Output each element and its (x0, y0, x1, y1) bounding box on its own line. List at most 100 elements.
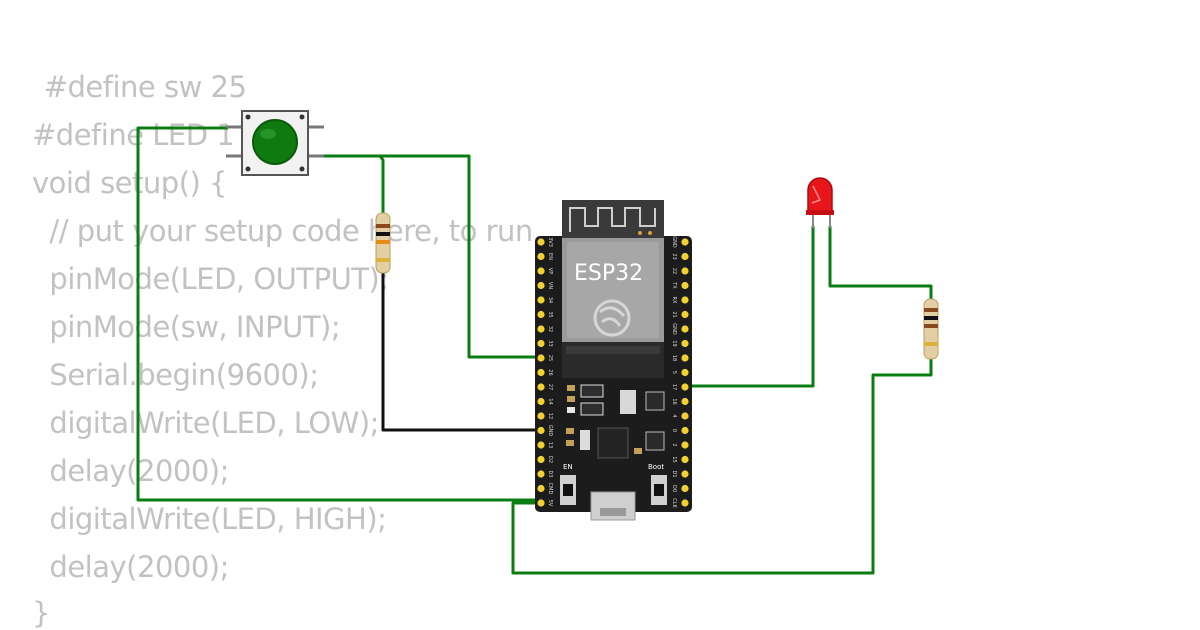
left-pin-label: 32 (547, 326, 553, 332)
wires (136, 126, 933, 575)
right-pin-label: 0 (671, 429, 677, 432)
left-pin-label: 27 (547, 384, 553, 390)
right-pin-rx[interactable] (681, 296, 689, 304)
resistor-led[interactable] (923, 298, 939, 360)
right-pin-label: 21 (671, 311, 677, 317)
code-line-7: Serial.begin(9600); (32, 358, 319, 392)
code-line-5: pinMode(LED, OUTPUT); (32, 262, 389, 296)
esp32-board[interactable]: ESP32 EN (535, 200, 692, 521)
left-pin-label: 13 (547, 442, 553, 448)
right-pin-label: GND (671, 236, 677, 248)
en-label: EN (563, 463, 573, 471)
right-pin-label: 16 (671, 398, 677, 404)
left-pin-label: EN (547, 253, 553, 260)
right-pin-4[interactable] (681, 412, 689, 420)
left-pin-26[interactable] (537, 368, 545, 377)
right-pin-label: D0 (671, 485, 677, 492)
left-pin-33[interactable] (537, 339, 545, 348)
left-pin-cmd[interactable] (537, 484, 545, 493)
left-pin-d3[interactable] (537, 470, 545, 478)
wire-button-to-resistor[interactable] (378, 155, 385, 215)
wire-gpio17-to-led[interactable] (684, 226, 815, 388)
right-pin-19[interactable] (681, 339, 689, 348)
left-pin-gnd[interactable] (537, 426, 545, 435)
right-pin-label: 22 (671, 268, 677, 274)
right-pin-label: 2 (671, 443, 677, 446)
right-pin-label: GND (671, 323, 677, 335)
right-pin-label: RX (671, 297, 677, 304)
left-pin-27[interactable] (537, 383, 545, 391)
right-pin-d0[interactable] (681, 484, 689, 493)
code-line-12: } (32, 596, 50, 630)
right-pin-17[interactable] (681, 383, 689, 391)
left-pin-en[interactable] (537, 252, 545, 261)
right-pin-23[interactable] (681, 252, 689, 261)
wire-resistor-to-gnd-loop[interactable] (511, 358, 933, 575)
right-pin-15[interactable] (681, 455, 689, 464)
chip-label: ESP32 (574, 261, 643, 286)
right-pin-gnd[interactable] (681, 325, 689, 333)
usb-uart-chip (597, 427, 629, 459)
wire-button-to-gpio25[interactable] (322, 154, 540, 359)
resistor-pulldown[interactable] (375, 212, 391, 274)
left-pin-vp[interactable] (537, 267, 545, 275)
left-pin-label: D2 (547, 456, 553, 463)
right-pin-d1[interactable] (681, 470, 689, 478)
left-pin-label: 25 (547, 355, 553, 361)
left-pin-d2[interactable] (537, 455, 545, 464)
red-led[interactable] (806, 177, 834, 228)
right-pin-tx[interactable] (681, 281, 689, 290)
code-line-11: delay(2000); (32, 550, 229, 584)
left-pin-label: 5V (547, 500, 553, 507)
left-pin-label: 26 (547, 369, 553, 375)
pushbutton[interactable] (226, 110, 324, 176)
left-pin-35[interactable] (537, 310, 545, 319)
right-pin-gnd[interactable] (681, 238, 689, 246)
right-pin-label: 4 (671, 414, 677, 417)
code-line-10: digitalWrite(LED, HIGH); (32, 502, 387, 536)
button-cap[interactable] (252, 119, 298, 165)
left-pin-label: GND (547, 425, 553, 437)
left-pin-5v[interactable] (537, 499, 545, 507)
left-pin-label: VP (547, 268, 553, 274)
left-pin-25[interactable] (537, 354, 545, 362)
left-pin-3v3[interactable] (537, 238, 545, 246)
right-pin-label: 19 (671, 340, 677, 346)
right-pin-2[interactable] (681, 441, 689, 449)
right-pin-18[interactable] (681, 354, 689, 362)
right-pin-0[interactable] (681, 426, 689, 435)
left-pin-12[interactable] (537, 412, 545, 420)
en-button[interactable]: EN (560, 463, 576, 505)
wire-resistor-to-gnd[interactable] (381, 272, 540, 432)
micro-usb-port[interactable] (590, 491, 636, 521)
left-pin-label: 34 (547, 297, 553, 303)
right-pin-label: 5 (671, 371, 677, 374)
left-pin-34[interactable] (537, 296, 545, 304)
boot-label: Boot (648, 463, 664, 471)
code-line-1: #define sw 25 (35, 70, 247, 104)
smd-components (566, 384, 665, 459)
right-pin-16[interactable] (681, 397, 689, 406)
boot-button[interactable]: Boot (648, 463, 667, 505)
right-pin-clk[interactable] (681, 499, 689, 507)
left-pin-14[interactable] (537, 397, 545, 406)
right-pin-label: CLK (671, 498, 677, 508)
right-pin-label: 18 (671, 355, 677, 361)
left-pin-label: 14 (547, 398, 553, 404)
right-pin-5[interactable] (681, 368, 689, 377)
code-line-3: void setup() { (32, 166, 228, 200)
right-pin-22[interactable] (681, 267, 689, 275)
left-pin-label: 35 (547, 311, 553, 317)
left-pin-13[interactable] (537, 441, 545, 449)
wire-led-to-resistor[interactable] (828, 226, 933, 300)
wire-button-to-5v[interactable] (136, 126, 540, 502)
left-pin-label: CMD (547, 483, 553, 495)
left-pin-32[interactable] (537, 325, 545, 333)
left-pin-label: 33 (547, 340, 553, 346)
left-pin-vn[interactable] (537, 281, 545, 290)
left-pin-label: 3V3 (547, 237, 553, 247)
left-pin-label: 12 (547, 413, 553, 419)
right-pin-21[interactable] (681, 310, 689, 319)
left-pin-header: 3V3ENVPVN343532332526271412GND13D2D3CMD5… (537, 237, 553, 507)
